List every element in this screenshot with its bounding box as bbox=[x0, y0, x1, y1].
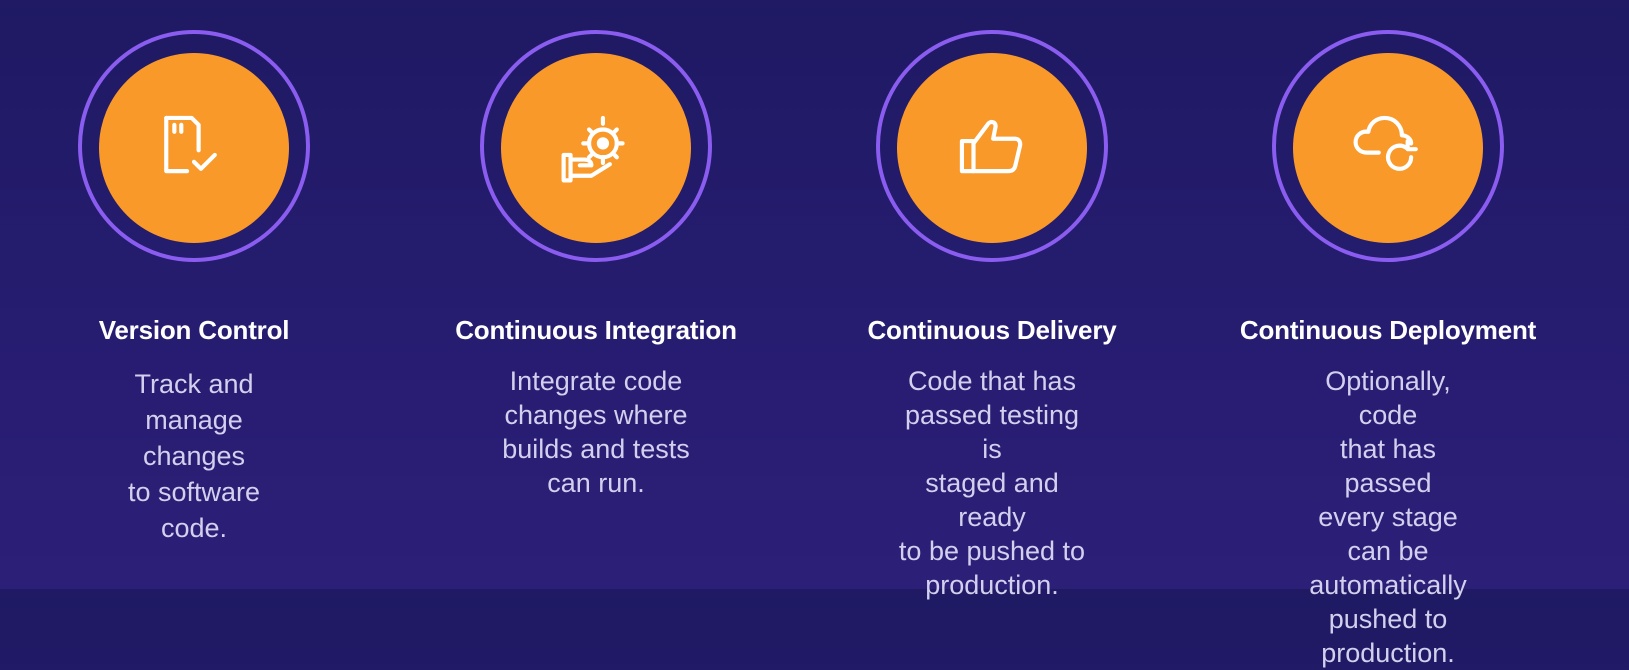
icon-ring bbox=[78, 30, 310, 262]
step-description: Integrate code changes where builds and … bbox=[502, 366, 690, 498]
icon-ring bbox=[1272, 30, 1504, 262]
icon-ring bbox=[480, 30, 712, 262]
icon-disc bbox=[99, 53, 289, 243]
step-description: Code that has passed testing is staged a… bbox=[898, 366, 1086, 600]
step-version-control: Version Control Track and manage changes… bbox=[4, 0, 384, 589]
icon-disc bbox=[897, 53, 1087, 243]
hand-gear-icon bbox=[561, 115, 625, 183]
icon-disc bbox=[501, 53, 691, 243]
file-check-icon bbox=[164, 115, 217, 174]
step-title: Continuous Deployment bbox=[1239, 315, 1537, 345]
step-continuous-integration: Continuous Integration Integrate code ch… bbox=[406, 0, 786, 589]
step-title: Continuous Integration bbox=[455, 315, 737, 345]
icon-ring bbox=[876, 30, 1108, 262]
cicd-stages-slide: Version Control Track and manage changes… bbox=[4, 0, 1578, 668]
step-continuous-delivery: Continuous Delivery Code that has passed… bbox=[802, 0, 1182, 600]
step-title: Continuous Delivery bbox=[867, 315, 1117, 345]
step-title: Version Control bbox=[98, 315, 290, 345]
step-description: Track and manage changes to software cod… bbox=[127, 369, 261, 543]
cloud-refresh-icon bbox=[1353, 115, 1418, 171]
thumbs-up-icon bbox=[959, 119, 1023, 174]
step-description: Optionally, code that has passed every s… bbox=[1309, 366, 1467, 668]
icon-disc bbox=[1293, 53, 1483, 243]
step-continuous-deployment: Continuous Deployment Optionally, code t… bbox=[1198, 0, 1578, 668]
